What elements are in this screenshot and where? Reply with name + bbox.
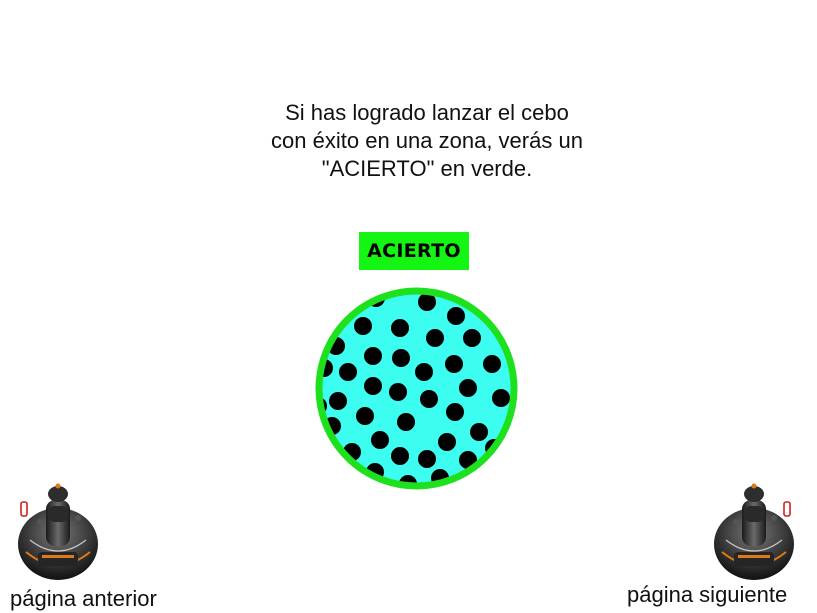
zone-dot <box>415 363 433 381</box>
zone-dot <box>492 389 510 407</box>
zone-dot <box>339 363 357 381</box>
joystick-icon <box>18 483 98 580</box>
zone-dot <box>418 293 436 311</box>
hit-badge: ACIERTO <box>359 232 469 270</box>
zone-dot <box>420 390 438 408</box>
zone-dot <box>483 355 501 373</box>
instructions-text: Si has logrado lanzar el cebo con éxito … <box>227 99 627 183</box>
zone-dot <box>470 423 488 441</box>
next-page-button[interactable]: página siguiente <box>620 482 812 613</box>
fishing-zone-icon <box>315 287 518 490</box>
zone-dot <box>418 450 436 468</box>
zone-dot <box>397 413 415 431</box>
zone-dot <box>426 329 444 347</box>
zone-dot <box>356 407 374 425</box>
zone-dot <box>371 431 389 449</box>
zone-dot <box>463 329 481 347</box>
zone-dot <box>446 403 464 421</box>
zone-dot <box>329 392 347 410</box>
zone-dot <box>459 379 477 397</box>
zone-dot <box>392 349 410 367</box>
zone-ring <box>315 287 518 490</box>
zone-dot <box>364 377 382 395</box>
zone-dot <box>445 355 463 373</box>
instructions-line-1: Si has logrado lanzar el cebo <box>285 100 569 125</box>
previous-page-label: página anterior <box>10 586 157 611</box>
zone-dot <box>389 383 407 401</box>
zone-dot <box>438 433 456 451</box>
zone-dot <box>391 319 409 337</box>
zone-dot <box>364 347 382 365</box>
next-page-label: página siguiente <box>627 582 788 607</box>
zone-dot <box>447 307 465 325</box>
instructions-line-3: "ACIERTO" en verde. <box>321 156 533 181</box>
zone-dot <box>354 317 372 335</box>
instructions-line-2: con éxito en una zona, verás un <box>271 128 583 153</box>
joystick-icon <box>714 483 794 580</box>
previous-page-button[interactable]: página anterior <box>0 482 182 613</box>
zone-dot <box>391 447 409 465</box>
